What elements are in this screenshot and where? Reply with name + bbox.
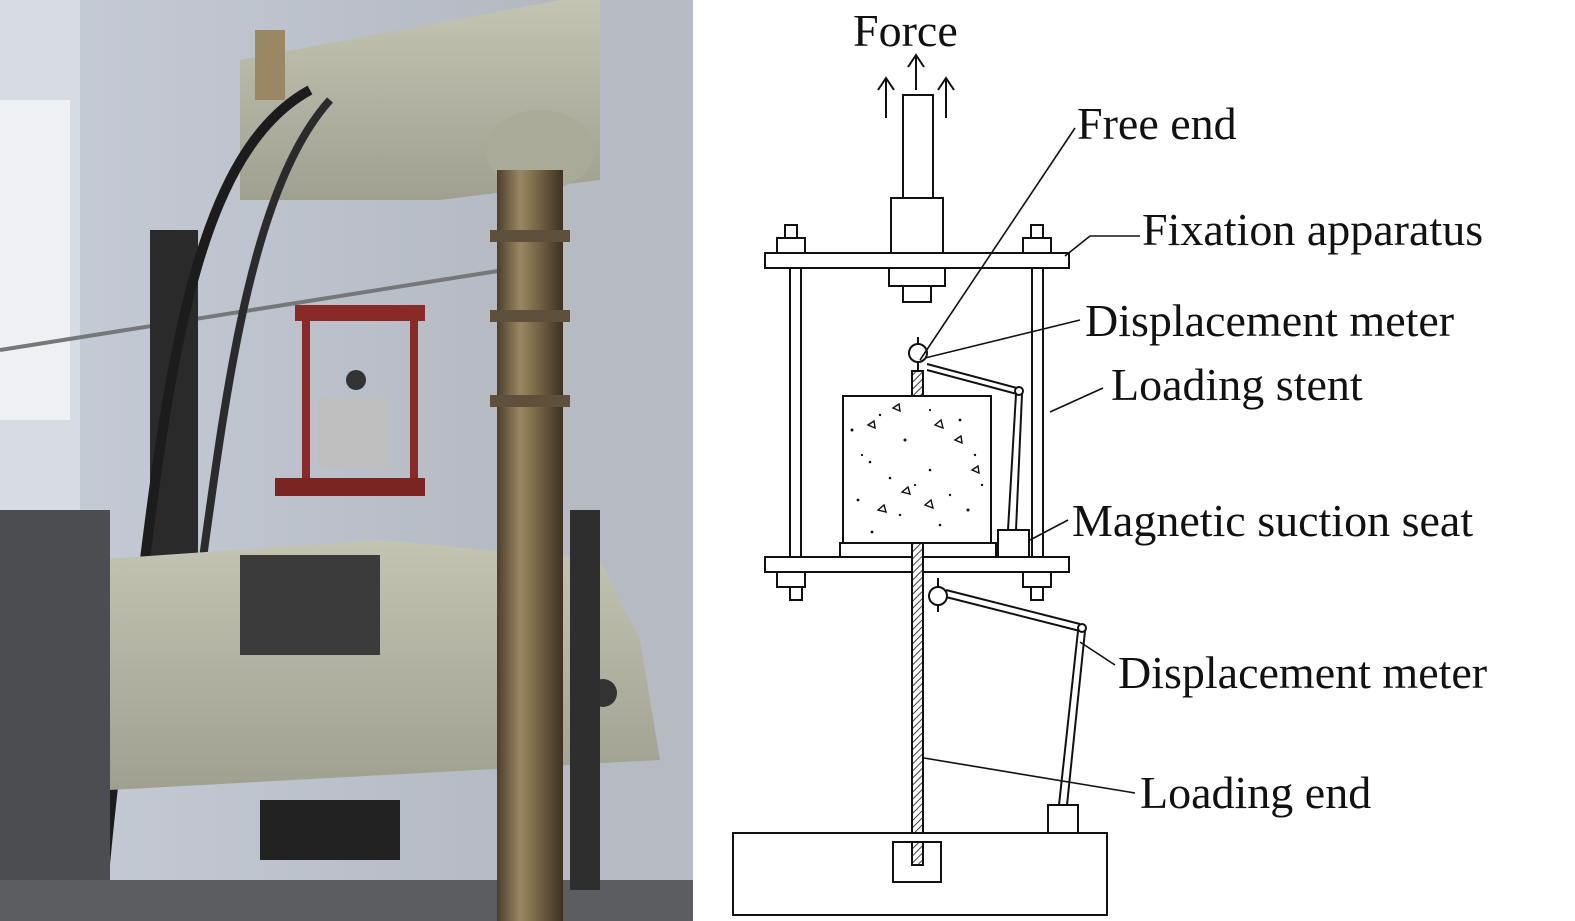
label-free-end: Free end bbox=[1077, 98, 1237, 149]
force-arrows bbox=[877, 53, 955, 118]
label-loading-end: Loading end bbox=[1140, 767, 1371, 818]
aggregate-speckles bbox=[850, 408, 984, 534]
test-machine-photo-illustration bbox=[0, 0, 693, 921]
top-right-bolt bbox=[1030, 224, 1044, 239]
bottom-magnetic-seat bbox=[1047, 804, 1079, 834]
bottom-left-nut bbox=[776, 571, 806, 588]
test-setup-diagram: Force Free end Fixation apparatus Displa… bbox=[693, 0, 1575, 921]
actuator-rod bbox=[902, 94, 934, 201]
top-right-nut bbox=[1022, 237, 1052, 254]
label-displacement-meter-bottom: Displacement meter bbox=[1118, 647, 1487, 698]
label-force: Force bbox=[853, 5, 958, 56]
free-end-rod bbox=[911, 370, 924, 397]
stent-rod-left bbox=[789, 267, 802, 559]
bottom-right-nut bbox=[1022, 571, 1052, 588]
actuator-tip bbox=[902, 285, 932, 303]
test-machine-photo bbox=[0, 0, 693, 921]
loading-end-rod bbox=[911, 542, 924, 866]
concrete-specimen bbox=[842, 395, 992, 544]
leader-lines bbox=[919, 127, 1140, 794]
top-left-nut bbox=[776, 237, 806, 254]
actuator-head bbox=[890, 197, 944, 256]
label-displacement-meter-top: Displacement meter bbox=[1085, 295, 1454, 346]
displacement-meter-bottom-dial bbox=[928, 586, 948, 606]
schematic-drawing: Force Free end Fixation apparatus Displa… bbox=[732, 5, 1487, 916]
bottom-right-bolt bbox=[1030, 586, 1044, 601]
bottom-left-bolt bbox=[789, 586, 803, 601]
magnetic-suction-seat bbox=[997, 529, 1030, 558]
aggregate-triangles bbox=[866, 402, 980, 513]
label-loading-stent: Loading stent bbox=[1111, 359, 1363, 410]
stent-rod-right bbox=[1031, 267, 1044, 559]
label-magnetic-suction-seat: Magnetic suction seat bbox=[1072, 495, 1473, 546]
label-fixation-apparatus: Fixation apparatus bbox=[1142, 204, 1483, 255]
top-left-bolt bbox=[784, 224, 798, 239]
fixation-plate-top bbox=[764, 252, 1070, 269]
